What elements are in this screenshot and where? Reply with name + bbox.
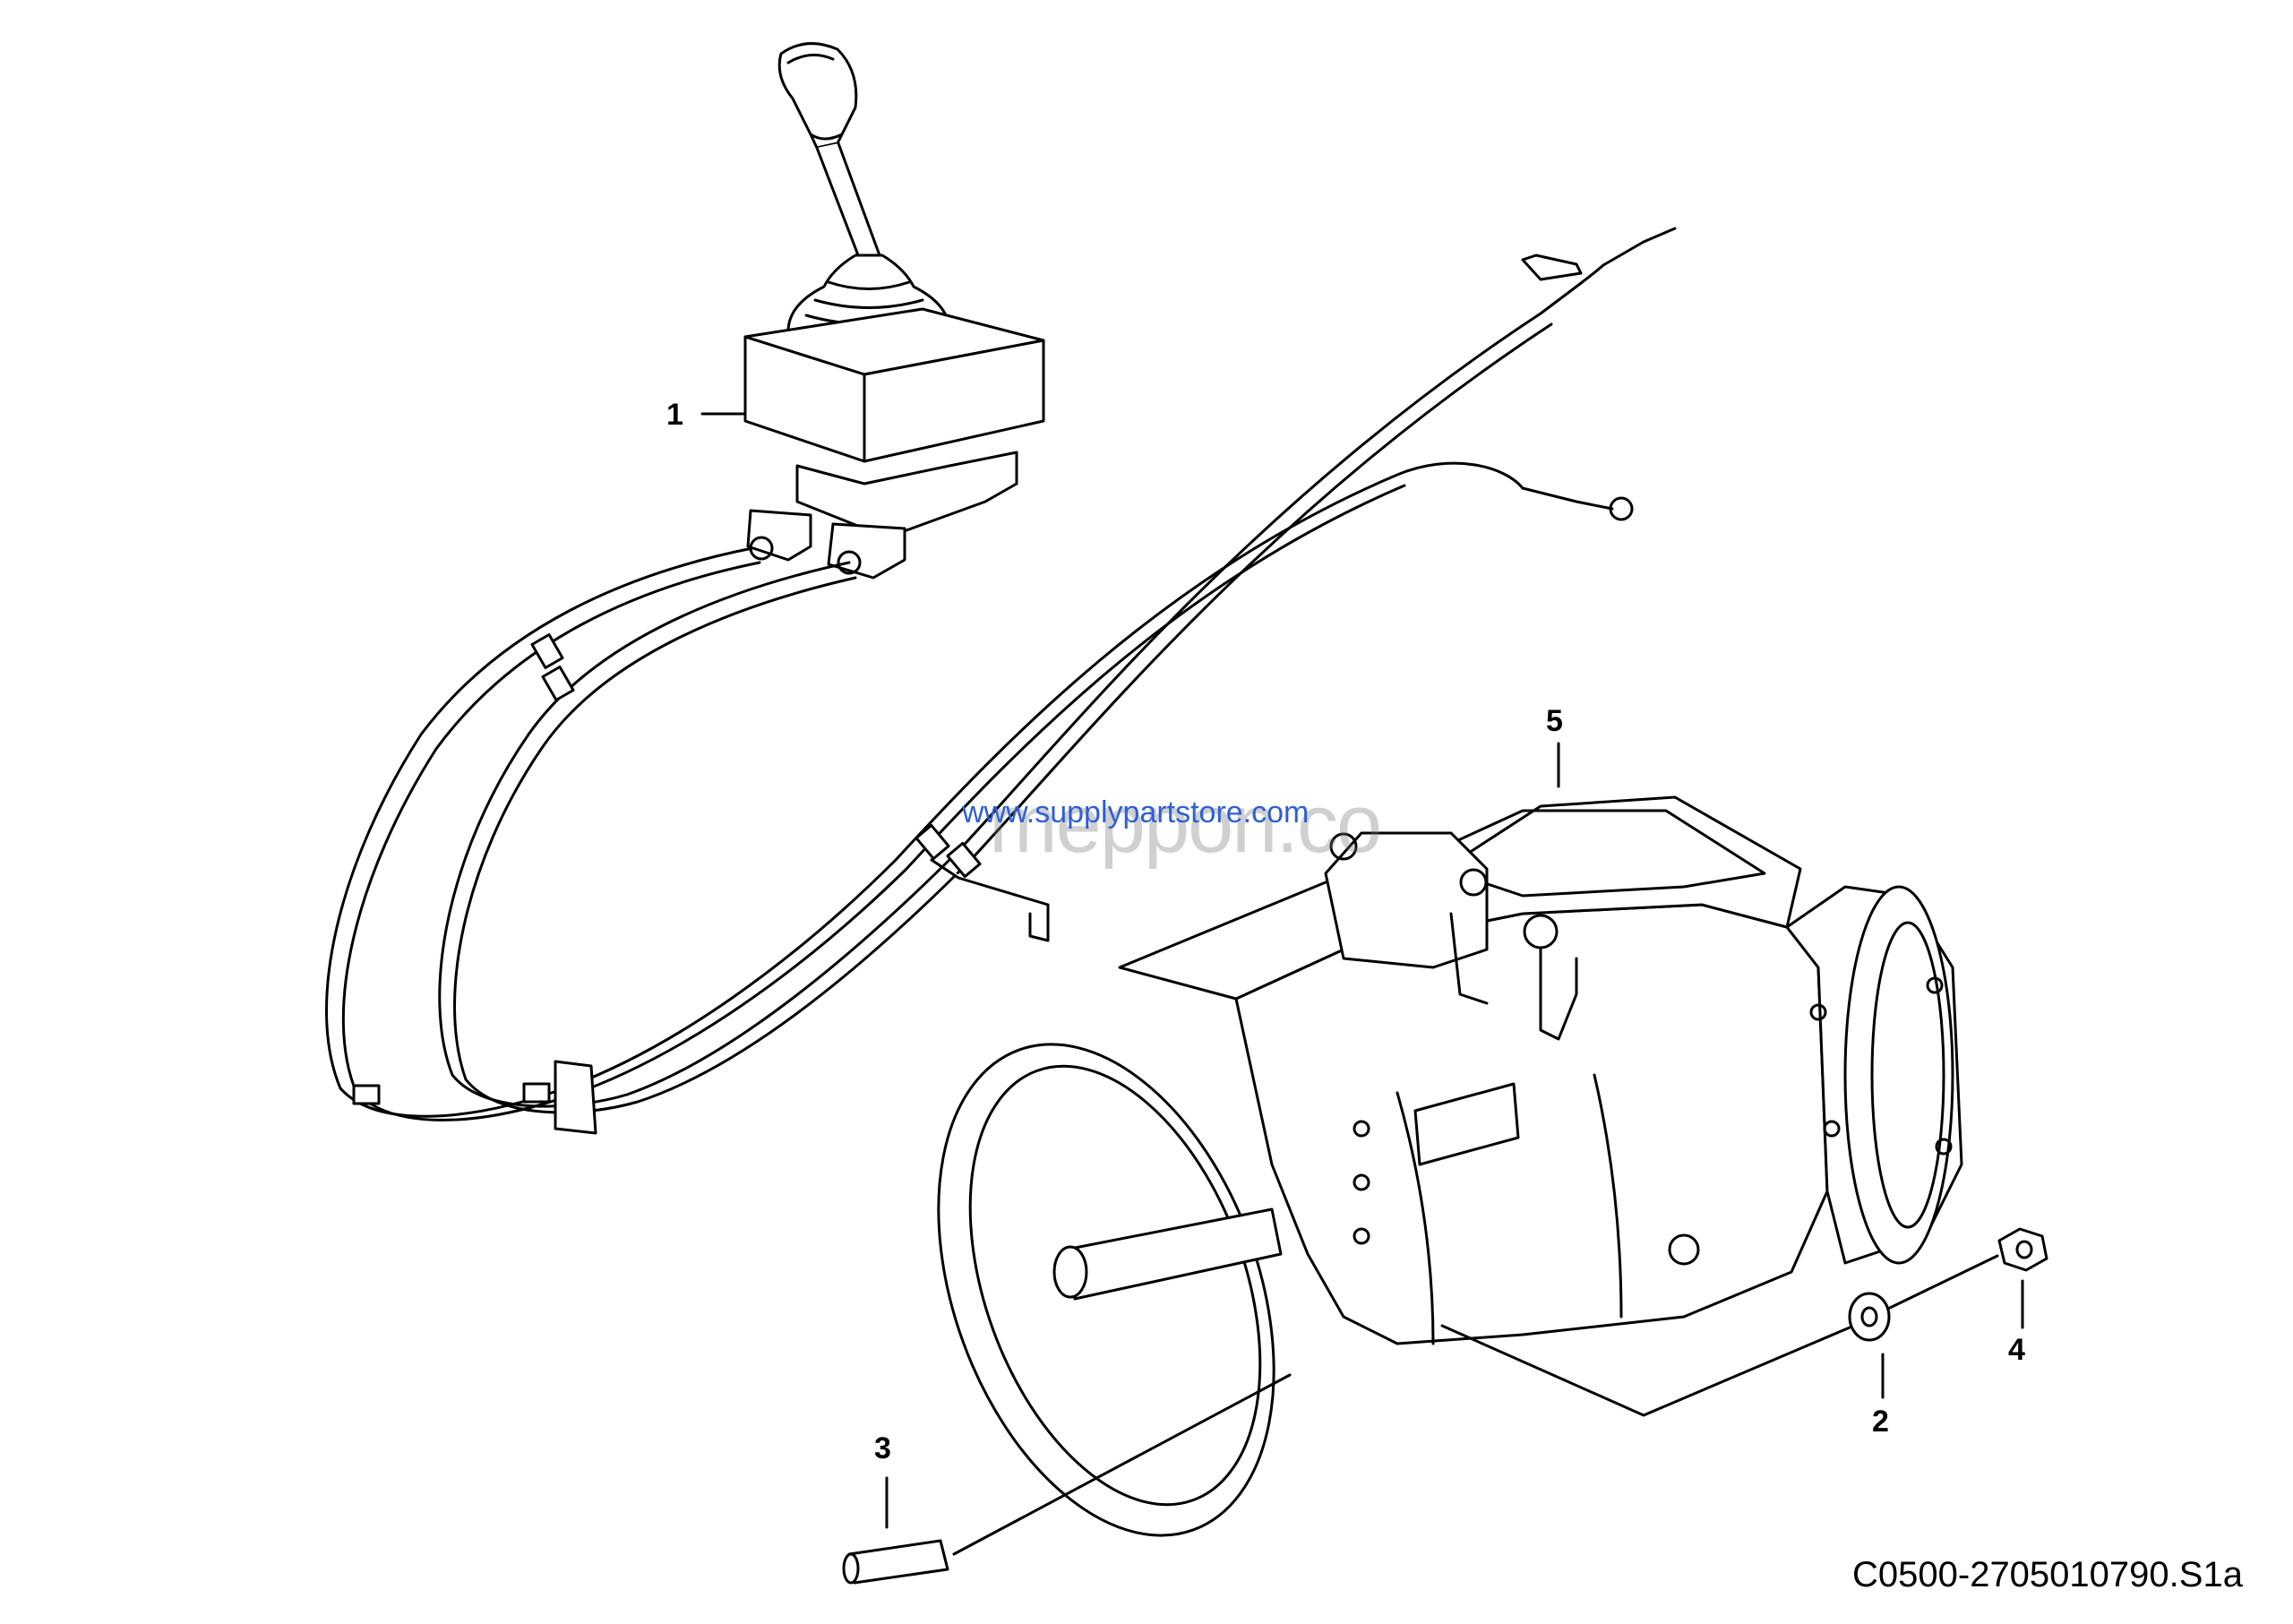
hardware-axis-line (1888, 1254, 1999, 1310)
shift-tower-arm (1449, 912, 1489, 1005)
cable-clip (915, 823, 950, 861)
housing-bolt (1353, 1227, 1370, 1245)
stud-end (842, 1552, 860, 1585)
drain-plug (1668, 1233, 1700, 1266)
cable-end-rod-upper (1602, 227, 1677, 267)
cable-clip (522, 1082, 551, 1104)
cable-clip (946, 841, 982, 879)
lever-lower-housing (795, 451, 1018, 539)
tower-fitting (1329, 832, 1358, 861)
shift-cables (325, 227, 1677, 1135)
housing-bolt (1823, 1120, 1841, 1138)
fastener-hardware (842, 1227, 2048, 1585)
cable-bracket-low (554, 1060, 597, 1135)
washer-hole (1860, 1306, 1878, 1328)
housing-bolt (1935, 1138, 1953, 1156)
cable-end-bracket-upper (1521, 253, 1583, 281)
drawing-code: C0500-2705010790.S1a (1852, 1555, 2243, 1594)
callout-4: 4 (2008, 1333, 2025, 1367)
boot-rib (827, 280, 911, 290)
cable-end-rod-lower (1521, 486, 1614, 511)
cable-end-eye (1609, 496, 1634, 521)
shift-cable-outer (438, 263, 1605, 1108)
callout-3: 3 (874, 1431, 891, 1465)
gearbox (937, 742, 1963, 1537)
cable-bracket-mid (930, 858, 1050, 942)
shift-tower (1324, 831, 1489, 969)
boot-rib (813, 298, 924, 309)
gearbox-body-band (1396, 1091, 1435, 1345)
stud-leader-to-gearbox (952, 1373, 1292, 1556)
input-shaft-spline (1052, 1245, 1088, 1299)
housing-bolt (1353, 1173, 1370, 1191)
shift-knob (777, 42, 858, 141)
shift-cable-outer-2 (453, 322, 1553, 1114)
gearbox-main-body (1234, 903, 1829, 1345)
watermark-url: www.supplypartstore.com (962, 795, 1310, 829)
callout-2: 2 (1872, 1405, 1889, 1439)
cable-clip (530, 633, 564, 669)
cable-outlet-left (746, 509, 812, 562)
knob-collar (809, 133, 844, 150)
lever-base-side (863, 339, 1045, 463)
hardware-group-leader (1440, 1324, 1851, 1417)
shift-tower-arm (1539, 948, 1578, 1041)
callout-1: 1 (666, 398, 683, 432)
nut-hole (2015, 1240, 2033, 1259)
gear-shift-lever-assembly (700, 42, 1045, 580)
housing-bolt (1926, 976, 1944, 994)
callout-5: 5 (1546, 704, 1563, 738)
shift-cable-inner-2 (341, 484, 1406, 1121)
cable-outlet-right (827, 522, 906, 580)
tower-fitting (1459, 868, 1488, 897)
stud (847, 1539, 949, 1585)
knob-shading (786, 53, 835, 64)
nut (1997, 1227, 2048, 1272)
gearbox-nameplate (1413, 1082, 1520, 1166)
watermark-brand: meppon.co (989, 778, 1382, 870)
top-cover-panel (1413, 809, 1766, 898)
tower-fitting (1523, 914, 1559, 949)
rear-flange (1843, 885, 1954, 1265)
washer (1848, 1292, 1891, 1342)
cable-clip (352, 1084, 381, 1105)
shift-shaft (815, 142, 881, 262)
housing-bolt (1353, 1120, 1370, 1138)
cable-clip (541, 666, 575, 701)
gearbox-body-band (1593, 1073, 1623, 1319)
cable-outlet-nut (837, 550, 862, 575)
housing-bolt (1809, 1003, 1827, 1021)
rear-flange-inner (1870, 921, 1945, 1229)
